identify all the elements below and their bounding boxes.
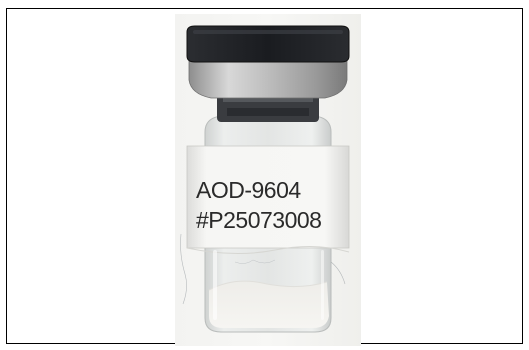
- vial-illustration: [180, 25, 350, 333]
- vial-label: [186, 145, 350, 249]
- vial-cap: [186, 25, 350, 63]
- vial-label-name: AOD-9604: [196, 177, 301, 203]
- vial-label-lot-number: #P25073008: [196, 207, 322, 233]
- vial-crimp-seal: [188, 59, 348, 99]
- vial-photo: AOD-9604 #P25073008: [175, 14, 361, 346]
- vial-powder: [209, 281, 329, 328]
